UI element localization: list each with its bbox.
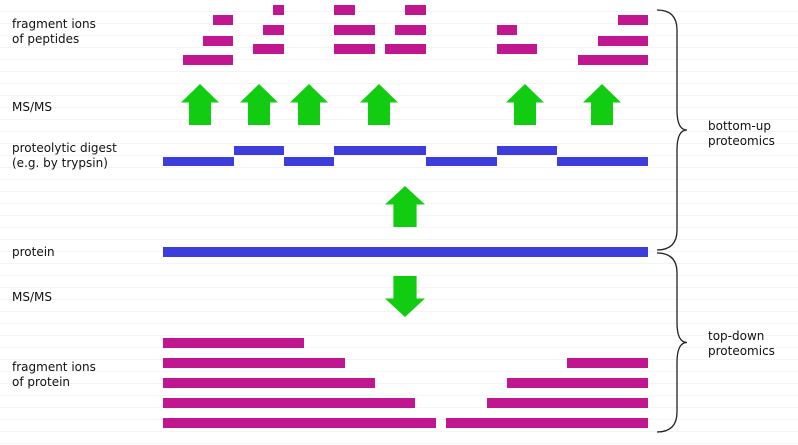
peptide-fragment-bar [497,25,517,35]
protein-fragment-bar [163,358,345,368]
protein-fragment-bar [507,378,648,388]
label-fragment-ions-peptides: fragment ions of peptides [12,17,96,47]
label-line: top-down [708,329,765,343]
peptide-segment [334,146,426,155]
peptide-fragment-bar [334,25,375,35]
protein-fragment-bar [163,418,436,428]
peptide-segment [497,146,557,155]
protein-fragment-bar [163,338,304,348]
label-top-down-proteomics: top-down proteomics [708,329,775,359]
peptide-fragment-bar [334,44,375,54]
protein-bar [163,247,648,257]
peptide-segment [284,157,334,166]
curly-brace-icon [656,9,688,251]
peptide-segment [234,146,284,155]
label-msms-top: MS/MS [12,100,52,115]
arrow-up-icon [290,84,328,125]
label-line: (e.g. by trypsin) [12,156,108,170]
peptide-fragment-bar [253,44,284,54]
label-proteolytic-digest: proteolytic digest (e.g. by trypsin) [12,141,117,171]
label-line: MS/MS [12,100,52,114]
peptide-fragment-bar [213,15,233,25]
label-line: of peptides [12,32,80,46]
protein-fragment-bar [446,418,648,428]
label-fragment-ions-protein: fragment ions of protein [12,360,96,390]
label-line: fragment ions [12,360,96,374]
arrow-up-icon [181,84,219,125]
label-line: proteomics [708,134,775,148]
arrow-up-icon [385,186,425,227]
arrow-up-icon [506,84,544,125]
peptide-segment [426,157,497,166]
label-line: bottom-up [708,119,771,133]
label-line: MS/MS [12,290,52,304]
label-line: of protein [12,375,71,389]
peptide-fragment-bar [395,25,426,35]
protein-fragment-bar [567,358,648,368]
protein-fragment-bar [487,398,648,408]
curly-brace-icon [656,252,688,433]
peptide-fragment-bar [203,36,233,46]
label-line: fragment ions [12,17,96,31]
arrow-up-icon [583,84,621,125]
peptide-segment [557,157,648,166]
label-bottom-up-proteomics: bottom-up proteomics [708,119,775,149]
label-msms-bottom: MS/MS [12,290,52,305]
peptide-fragment-bar [273,5,284,15]
peptide-fragment-bar [405,5,426,15]
arrow-down-icon [385,276,425,317]
label-protein: protein [12,245,55,260]
peptide-fragment-bar [263,25,284,35]
peptide-fragment-bar [598,36,648,46]
label-line: protein [12,245,55,259]
label-line: proteolytic digest [12,141,117,155]
peptide-fragment-bar [578,55,648,65]
label-line: proteomics [708,344,775,358]
peptide-fragment-bar [385,44,426,54]
arrow-up-icon [360,84,398,125]
protein-fragment-bar [163,398,415,408]
peptide-fragment-bar [183,55,233,65]
peptide-fragment-bar [334,5,355,15]
peptide-segment [163,157,234,166]
peptide-fragment-bar [618,15,648,25]
arrow-up-icon [240,84,278,125]
protein-fragment-bar [163,378,375,388]
peptide-fragment-bar [497,44,537,54]
